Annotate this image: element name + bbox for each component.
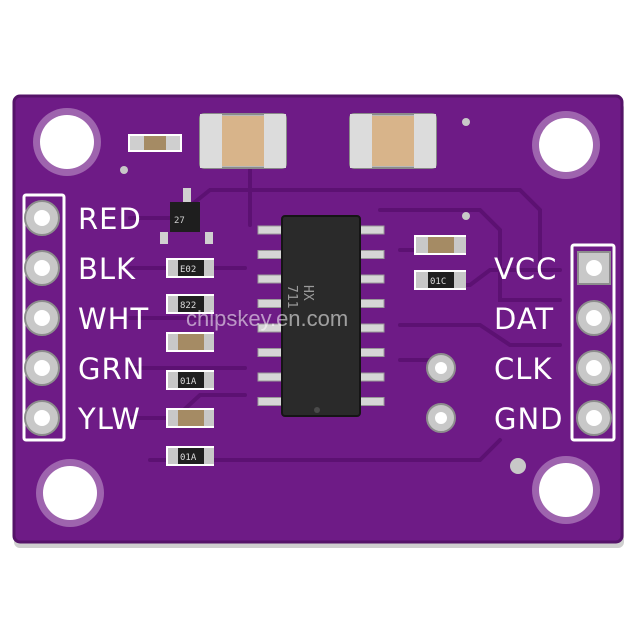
resistor-01c-marking: 01C — [430, 277, 446, 287]
resistor-e02: E02 — [166, 258, 214, 278]
left-pin-3 — [24, 300, 60, 336]
resistor-01a-1: 01A — [166, 370, 214, 390]
via-4 — [510, 458, 526, 474]
capacitor-large-right — [349, 113, 437, 169]
label-wht: WHT — [78, 302, 149, 336]
capacitor-large-left — [199, 113, 287, 169]
resistor-e02-marking: E02 — [180, 265, 196, 275]
label-blk: BLK — [78, 252, 136, 286]
chip-legs-left — [257, 225, 285, 406]
right-pin-2 — [576, 300, 612, 336]
test-pad-2 — [426, 403, 456, 433]
resistor-822: 822 — [166, 294, 214, 314]
chip-leg-left — [257, 397, 285, 406]
chip-leg-right — [357, 250, 385, 259]
resistor-01c: 01C — [414, 270, 466, 290]
capacitor-small-right — [414, 235, 466, 255]
chip-leg-right — [357, 372, 385, 382]
resistor-822-marking: 822 — [180, 301, 196, 311]
label-dat: DAT — [494, 302, 554, 336]
via-2 — [462, 118, 470, 126]
resistor-01a-2: 01A — [166, 446, 214, 466]
mounting-hole-top-left — [33, 108, 101, 176]
left-pin-2 — [24, 250, 60, 286]
label-grn: GRN — [78, 352, 145, 386]
right-header-outline — [570, 243, 616, 442]
mounting-hole-bottom-left — [36, 459, 104, 527]
resistor-01a-1-marking: 01A — [180, 377, 197, 387]
label-ylw: YLW — [77, 402, 141, 436]
capacitor-small-2 — [166, 408, 214, 428]
chip-leg-left — [257, 225, 285, 235]
right-pin-1-square — [577, 251, 611, 285]
label-gnd: GND — [494, 402, 564, 436]
transistor-marking: 27 — [174, 216, 185, 226]
chip-leg-left — [257, 274, 285, 284]
test-pad-1 — [426, 353, 456, 383]
chip-leg-left — [257, 348, 285, 357]
right-pin-4 — [576, 400, 612, 436]
capacitor-small-1 — [166, 332, 214, 352]
via-1 — [120, 166, 128, 174]
chip-leg-right — [357, 348, 385, 357]
mounting-hole-bottom-right — [532, 456, 600, 524]
label-vcc: VCC — [494, 252, 557, 286]
chip-leg-left — [257, 372, 285, 382]
mounting-hole-top-right — [532, 111, 600, 179]
board-bevel — [12, 94, 624, 544]
chip-marking-line2: 711 — [284, 285, 299, 308]
hx711-chip: HX 711 — [257, 215, 385, 417]
left-pin-5 — [24, 400, 60, 436]
resistor-top-small — [128, 134, 182, 152]
via-3 — [462, 212, 470, 220]
chip-leg-right — [357, 299, 385, 308]
chip-legs-right — [357, 225, 385, 406]
chip-leg-right — [357, 323, 385, 333]
right-pin-3 — [576, 350, 612, 386]
label-red: RED — [78, 202, 142, 236]
label-clk: CLK — [494, 352, 552, 386]
left-pin-4 — [24, 350, 60, 386]
chip-leg-right — [357, 397, 385, 406]
chip-leg-left — [257, 250, 285, 259]
left-pin-1 — [24, 200, 60, 236]
chip-leg-right — [357, 225, 385, 235]
watermark-text: chipskey.en.com — [186, 306, 348, 331]
chip-marking-line1: HX — [300, 285, 315, 301]
resistor-01a-2-marking: 01A — [180, 453, 197, 463]
left-header-outline — [22, 193, 66, 442]
chip-leg-right — [357, 274, 385, 284]
transistor-sot23: 27 — [160, 188, 213, 244]
